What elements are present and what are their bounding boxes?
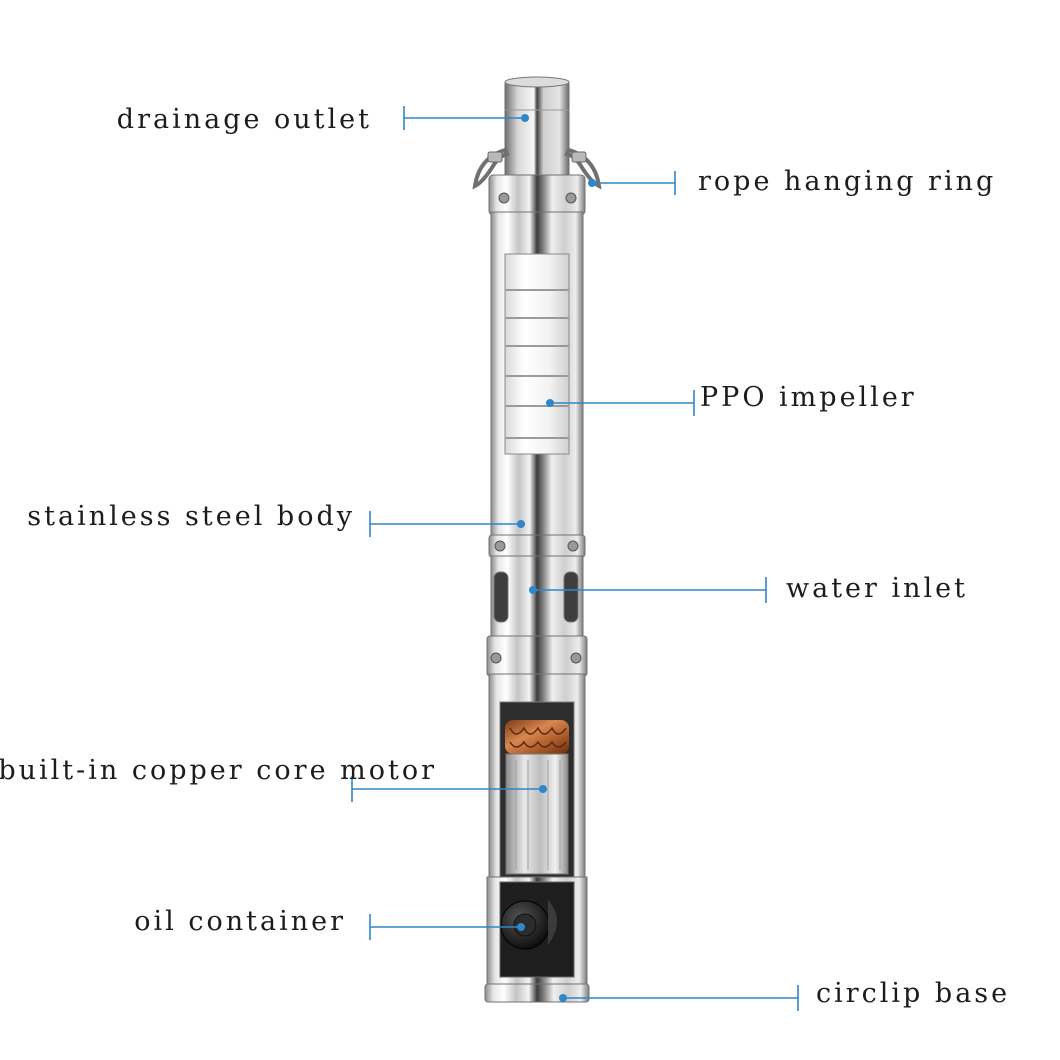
label-oil-container: oil container bbox=[134, 906, 346, 937]
callout-dot-copper-core-motor bbox=[539, 785, 547, 793]
impeller-stages bbox=[505, 289, 569, 439]
label-circlip-base: circlip base bbox=[816, 978, 1010, 1009]
inlet-slot-right bbox=[563, 571, 579, 623]
motor-stator bbox=[505, 753, 569, 875]
label-copper-core-motor: built-in copper core motor bbox=[0, 755, 437, 786]
circlip-base-ring bbox=[484, 983, 590, 1003]
outlet-pipe-rim bbox=[504, 76, 570, 88]
callouts bbox=[351, 106, 799, 1011]
label-water-inlet: water inlet bbox=[786, 573, 968, 604]
callout-dot-stainless-steel-body bbox=[517, 520, 525, 528]
copper-winding bbox=[505, 720, 569, 754]
label-ppo-impeller: PPO impeller bbox=[700, 382, 917, 413]
impeller-window bbox=[504, 253, 570, 455]
callout-dot-oil-container bbox=[517, 923, 525, 931]
callout-dot-circlip-base bbox=[559, 994, 567, 1002]
outlet-pipe bbox=[504, 79, 570, 181]
callout-dot-water-inlet bbox=[529, 586, 537, 594]
callout-dot-drainage-outlet bbox=[521, 114, 529, 122]
callout-dot-ppo-impeller bbox=[546, 399, 554, 407]
label-drainage-outlet: drainage outlet bbox=[117, 104, 372, 135]
labels: drainage outlet rope hanging ring PPO im… bbox=[0, 104, 1010, 1009]
pump-body bbox=[472, 76, 602, 1003]
inlet-slot-left bbox=[493, 571, 509, 623]
callout-dot-rope-hanging-ring bbox=[588, 179, 596, 187]
label-stainless-steel-body: stainless steel body bbox=[27, 501, 355, 532]
label-rope-hanging-ring: rope hanging ring bbox=[698, 166, 996, 197]
